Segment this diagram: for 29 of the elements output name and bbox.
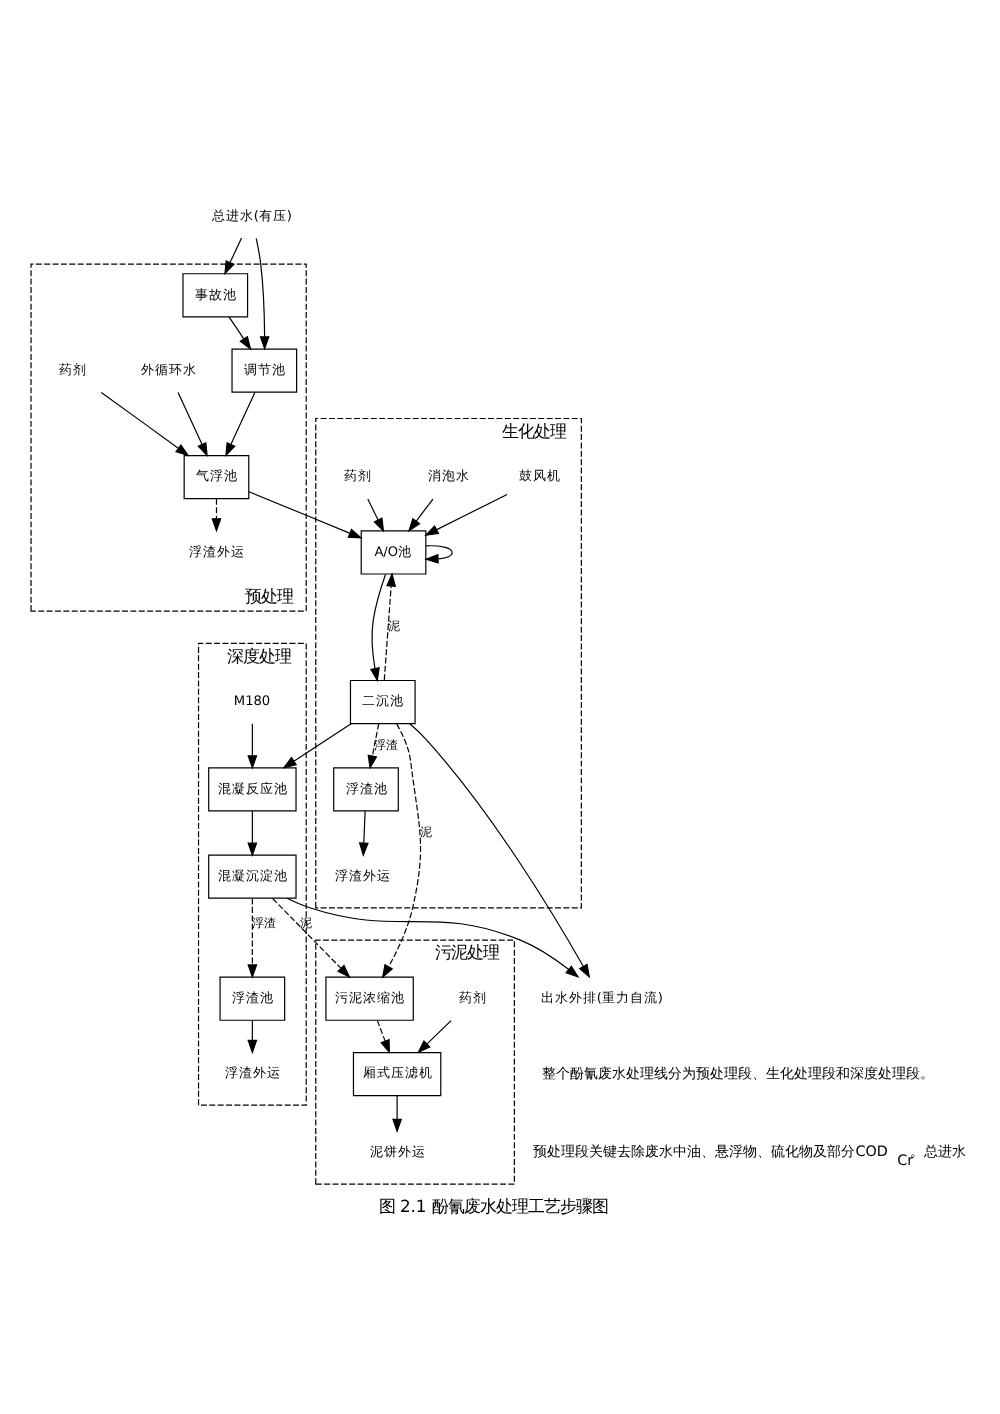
arrow xyxy=(248,490,363,538)
arrow xyxy=(247,1019,258,1054)
arrow xyxy=(417,1019,452,1053)
arrow xyxy=(177,390,208,457)
arrow xyxy=(286,896,580,978)
arrow xyxy=(424,544,453,563)
arrow xyxy=(255,236,270,350)
arrow xyxy=(224,236,243,275)
arrow xyxy=(392,1094,403,1133)
arrow xyxy=(247,809,258,856)
arrow xyxy=(247,722,258,769)
arrow xyxy=(369,572,387,682)
arrow xyxy=(383,571,397,680)
arrow xyxy=(358,809,369,856)
arrow xyxy=(282,721,353,768)
arrow xyxy=(225,390,256,457)
arrow xyxy=(367,497,385,532)
arrow xyxy=(100,390,190,456)
arrow xyxy=(272,897,351,978)
arrow xyxy=(228,315,252,350)
arrow xyxy=(367,722,380,769)
arrow xyxy=(247,897,258,978)
arrow xyxy=(409,722,591,978)
arrow xyxy=(211,497,222,532)
arrow xyxy=(407,497,434,532)
arrow xyxy=(376,1019,391,1054)
caption: 图 2.1 酚氰废水处理工艺步骤图 xyxy=(378,1194,608,1215)
arrow xyxy=(424,492,508,535)
arrow xyxy=(381,722,422,978)
